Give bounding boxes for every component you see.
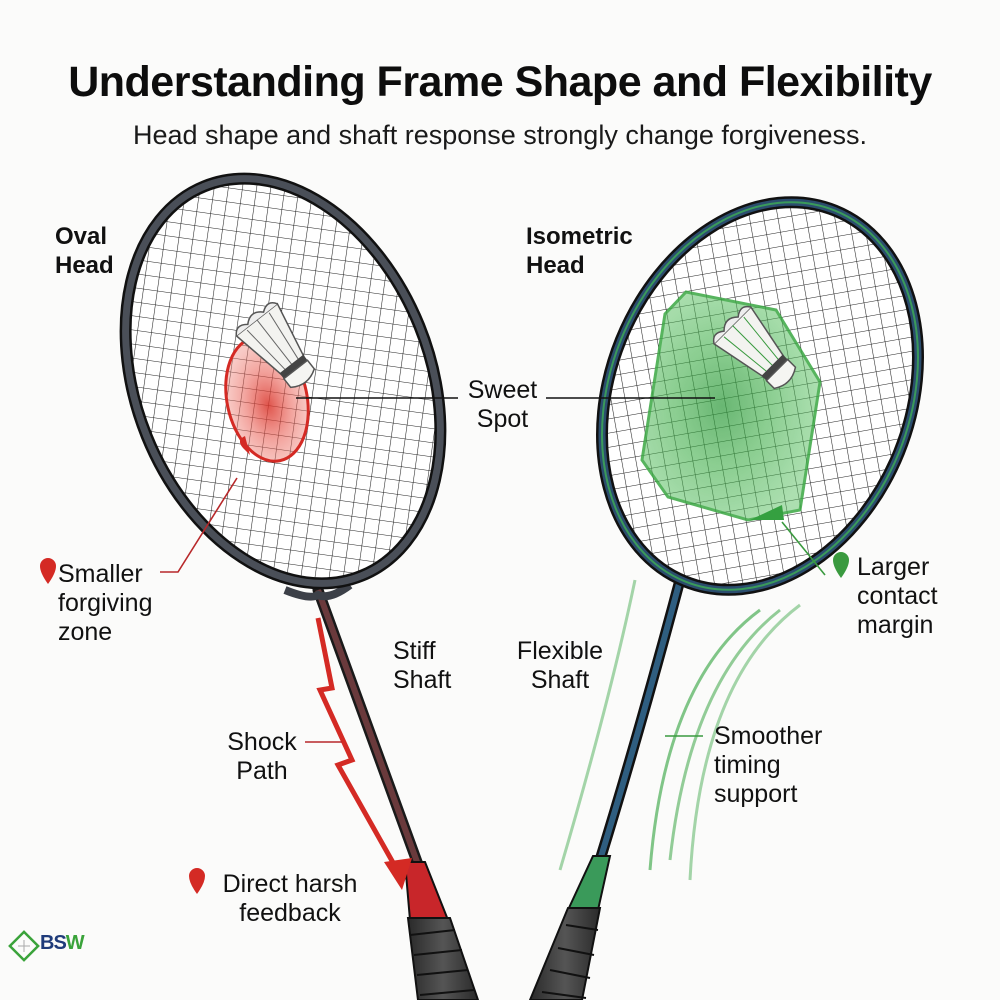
shuttlecock-icon-left: [235, 302, 316, 389]
logo-diamond-icon: [8, 930, 40, 962]
map-pin-icon-feedback: [189, 868, 205, 894]
lightning-arrow-icon: [384, 858, 412, 890]
map-pin-icon-right-margin: [833, 552, 849, 578]
bsw-logo: BSW: [8, 930, 88, 980]
shuttlecock-icon-right: [712, 305, 797, 390]
page-title: Understanding Frame Shape and Flexibilit…: [68, 58, 932, 106]
page-subtitle: Head shape and shaft response strongly c…: [133, 120, 867, 150]
map-pin-icon-left-zone: [40, 558, 56, 584]
